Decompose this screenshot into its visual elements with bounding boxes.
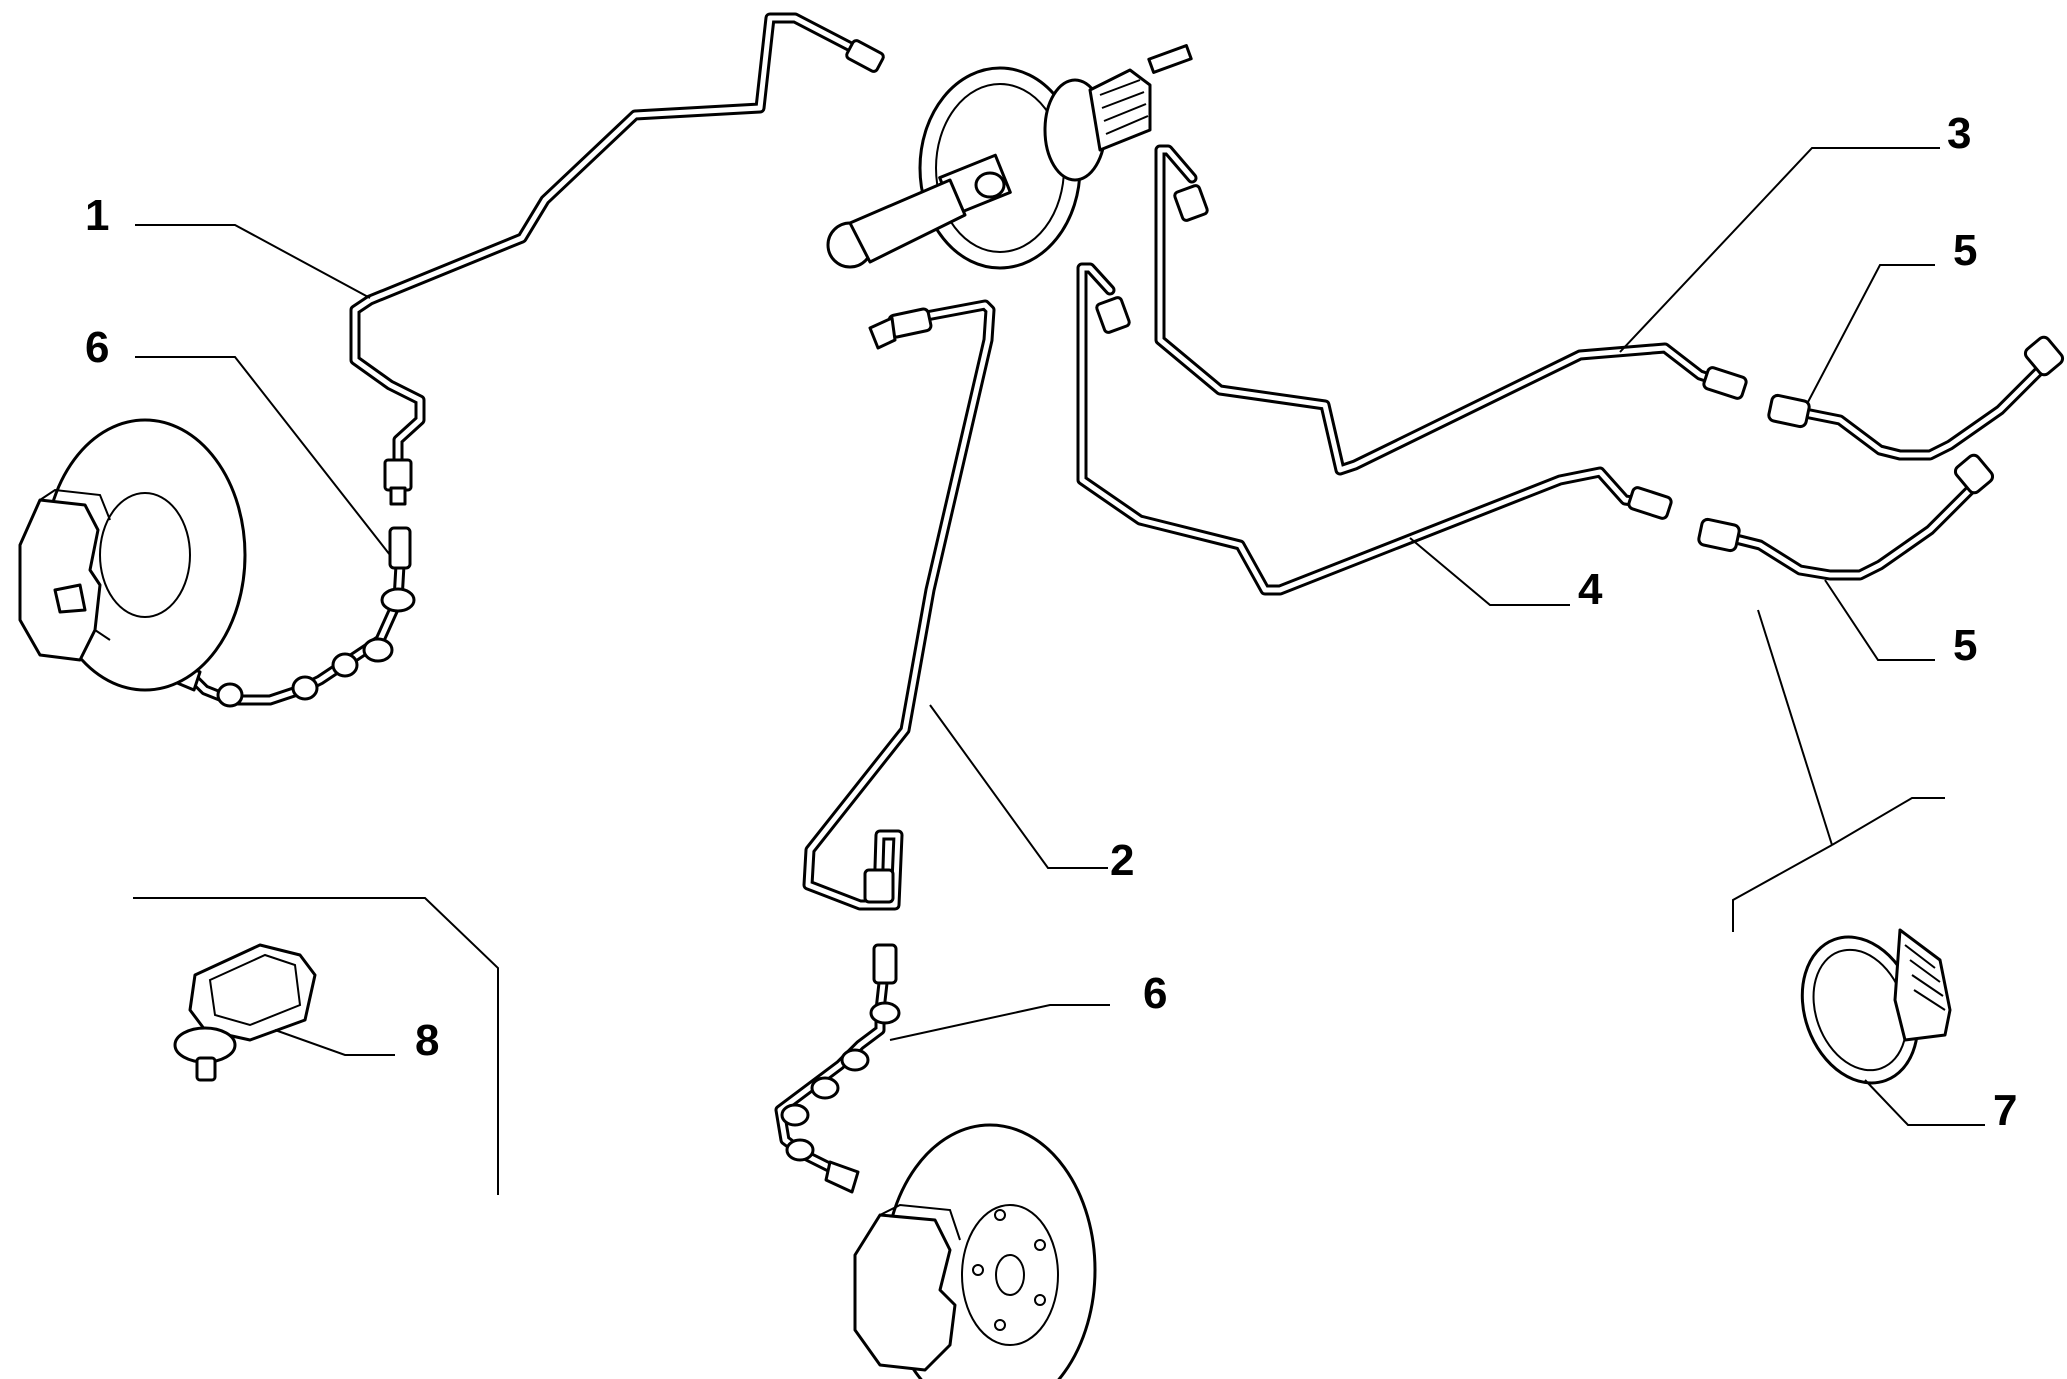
brake-hose-6-center: [774, 943, 901, 1194]
callout-6-left: 6: [85, 323, 109, 372]
brake-pipe-1: [349, 12, 885, 506]
sensor: [173, 943, 317, 1082]
callout-5-upper: 5: [1953, 226, 1977, 275]
brake-pipe-3: [1154, 144, 1748, 476]
callout-7: 7: [1993, 1086, 2017, 1135]
callout-8: 8: [415, 1016, 439, 1065]
brake-pipe-2: [802, 299, 996, 911]
brake-hose-5-upper: [1767, 335, 2065, 461]
brake-servo: [826, 44, 1193, 270]
callout-6-center: 6: [1143, 969, 1167, 1018]
callout-5-lower: 5: [1953, 621, 1977, 670]
callout-1: 1: [85, 191, 109, 240]
hose-clamp: [1800, 928, 1952, 1085]
front-left-brake: [18, 418, 247, 692]
callout-3: 3: [1947, 109, 1971, 158]
leader-lines: [133, 147, 1985, 1195]
callout-4: 4: [1578, 565, 1603, 614]
callout-labels: 1 2 3 4 5 5 6 6 7 8: [85, 109, 2017, 1135]
brake-hose-5-lower: [1697, 453, 1995, 581]
callout-2: 2: [1110, 836, 1134, 885]
brake-pipe-4: [1076, 262, 1673, 596]
brake-hose-6-left: [168, 526, 416, 708]
front-right-brake: [853, 1123, 1097, 1379]
